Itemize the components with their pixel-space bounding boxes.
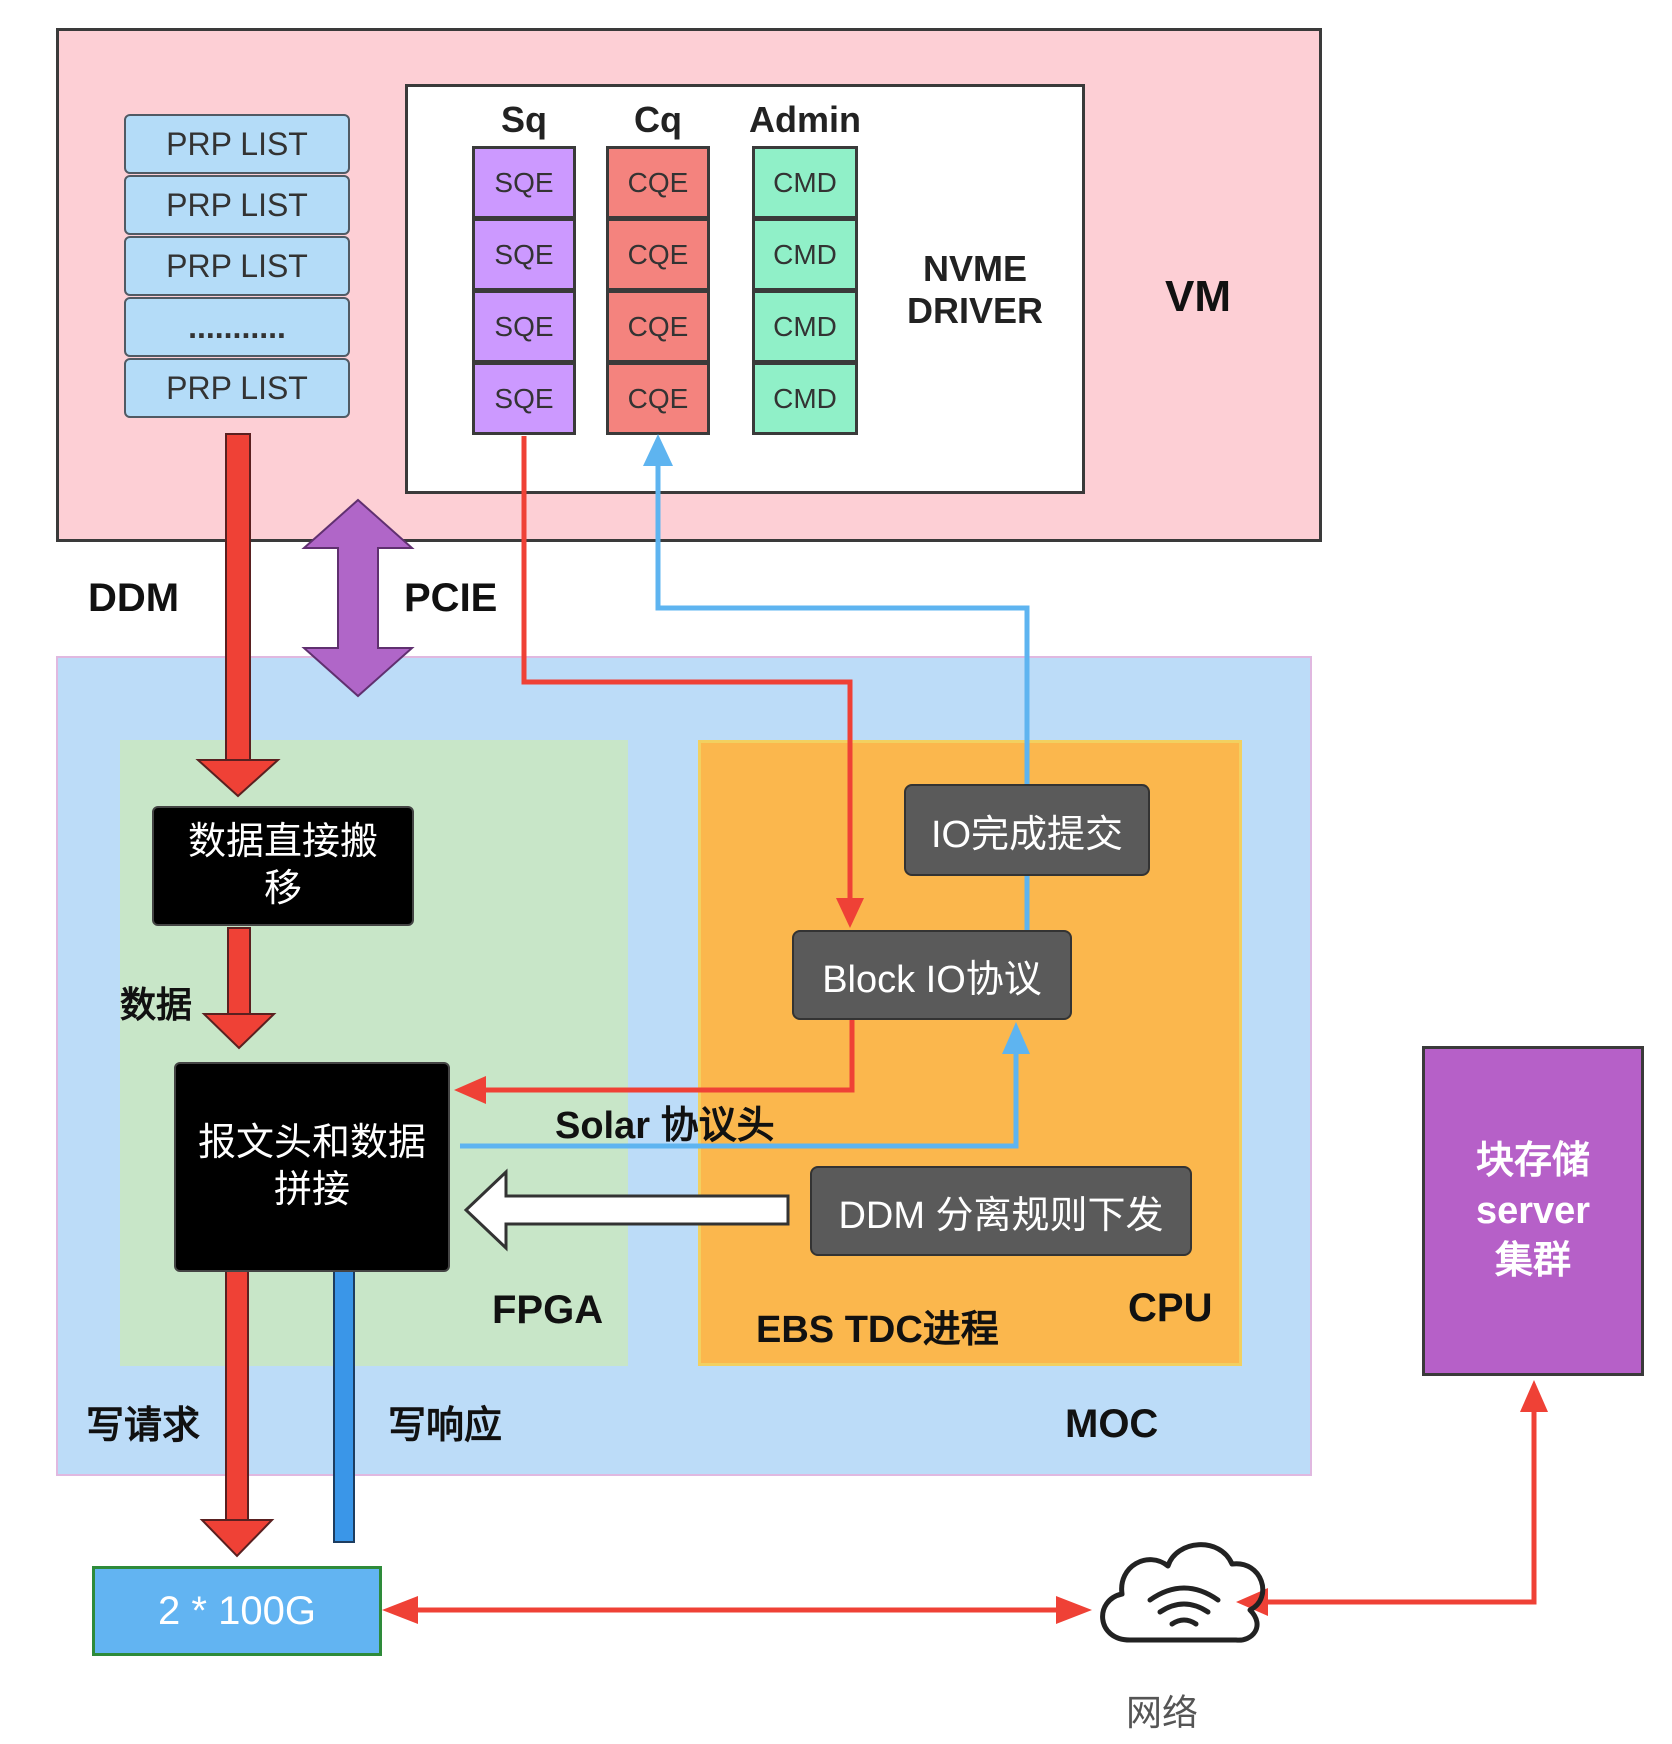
- cqe-cell: CQE: [606, 290, 710, 363]
- cmd-cell: CMD: [752, 362, 858, 435]
- header-data-splice-box: 报文头和数据 拼接: [174, 1062, 450, 1272]
- nvme-driver-label: NVME DRIVER: [885, 248, 1065, 332]
- network-storage-link: [1236, 1380, 1548, 1616]
- sq-header: Sq: [500, 99, 547, 140]
- data-arrow: [201, 927, 277, 1050]
- cqe-cell: CQE: [606, 146, 710, 219]
- iocomplete-to-cq-line: [643, 434, 1030, 784]
- write-request-arrow: [199, 1225, 275, 1558]
- ddm-arrow: [195, 433, 281, 798]
- nvme-label-line1: NVME: [922, 248, 1027, 289]
- moc-label: MOC: [1065, 1402, 1159, 1446]
- sqe-cell: SQE: [472, 218, 576, 291]
- admin-header: Admin: [749, 99, 861, 140]
- ddm-label: DDM: [88, 576, 180, 620]
- sqe-cell: SQE: [472, 290, 576, 363]
- prp-list-item: PRP LIST: [124, 114, 350, 174]
- prp-list-ellipsis: ...........: [124, 297, 350, 357]
- storage-line3: 集群: [1494, 1240, 1571, 1282]
- ddm-rule-arrow: [463, 1168, 790, 1252]
- data-direct-move-box: 数据直接搬 移: [152, 806, 414, 926]
- io-complete-submit-box: IO完成提交: [904, 784, 1150, 876]
- data-move-line2: 移: [263, 868, 302, 910]
- ebs-tdc-process-label: EBS TDC进程: [756, 1309, 999, 1351]
- write-response-label: 写响应: [388, 1405, 503, 1447]
- cqe-cell: CQE: [606, 218, 710, 291]
- storage-line1: 块存储: [1475, 1140, 1590, 1182]
- fpga-label: FPGA: [492, 1288, 604, 1332]
- sqe-cell: SQE: [472, 146, 576, 219]
- data-label: 数据: [120, 984, 193, 1025]
- cmd-cell: CMD: [752, 290, 858, 363]
- pcie-double-arrow: [301, 498, 415, 698]
- splice-to-blockio-arrow: [460, 1022, 1030, 1149]
- splice-line1: 报文头和数据: [197, 1121, 426, 1164]
- storage-line2: server: [1475, 1190, 1591, 1232]
- cloud-wifi-icon: [1100, 1542, 1266, 1643]
- ddm-rule-dispatch-box: DDM 分离规则下发: [810, 1166, 1192, 1256]
- network-label: 网络: [1126, 1692, 1199, 1733]
- cqe-cell: CQE: [606, 362, 710, 435]
- nic-network-link: [382, 1596, 1092, 1624]
- nic-2x100g: 2 * 100G: [92, 1566, 382, 1656]
- data-move-line1: 数据直接搬: [187, 820, 378, 863]
- sqe-cell: SQE: [472, 362, 576, 435]
- splice-line2: 拼接: [273, 1169, 350, 1211]
- cmd-cell: CMD: [752, 218, 858, 291]
- block-io-protocol-box: Block IO协议: [792, 930, 1072, 1020]
- block-storage-label: 块存储 server 集群: [1422, 1136, 1644, 1286]
- write-request-label: 写请求: [86, 1405, 201, 1447]
- solar-header-label: Solar 协议头: [555, 1105, 775, 1147]
- cq-header: Cq: [634, 99, 682, 140]
- solar-header-arrow: [454, 1020, 855, 1104]
- nvme-label-line2: DRIVER: [906, 290, 1044, 331]
- write-response-arrow: [311, 1224, 377, 1543]
- prp-list-item: PRP LIST: [124, 358, 350, 418]
- vm-label: VM: [1165, 272, 1231, 321]
- prp-list-item: PRP LIST: [124, 175, 350, 235]
- pcie-label: PCIE: [404, 576, 498, 620]
- block-storage-cluster: [1422, 1046, 1644, 1376]
- cmd-cell: CMD: [752, 146, 858, 219]
- sq-to-blockio-line: [521, 436, 864, 928]
- cpu-label: CPU: [1128, 1286, 1213, 1330]
- prp-list-item: PRP LIST: [124, 236, 350, 296]
